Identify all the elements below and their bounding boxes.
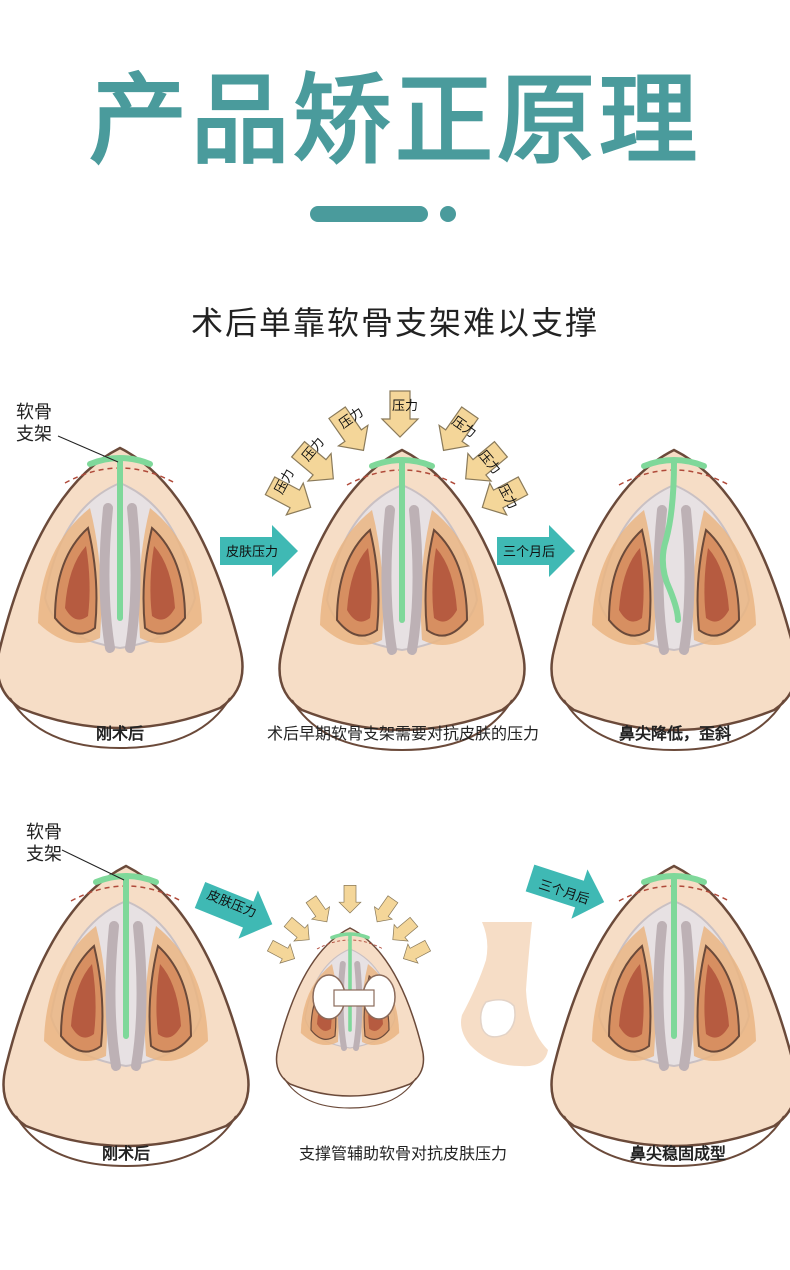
label-leader-line-2 xyxy=(61,849,125,881)
section-subtitle: 术后单靠软骨支架难以支撑 xyxy=(190,304,599,342)
label-line: 支架 xyxy=(16,424,52,445)
nose-diagram-2c xyxy=(552,866,790,1166)
nose-side-profile xyxy=(461,922,548,1067)
caption-tip-stable: 鼻尖稳固成型 xyxy=(629,1144,726,1163)
cartilage-frame-label-1: 软骨 支架 xyxy=(16,402,52,446)
pressure-arrow xyxy=(367,892,403,929)
nose-diagram-1c xyxy=(552,450,790,750)
pressure-arrow xyxy=(280,913,317,949)
page-title: 产品矫正原理 xyxy=(88,64,701,178)
label-line: 支架 xyxy=(26,844,62,865)
caption-early-postop: 术后早期软骨支架需要对抗皮肤的压力 xyxy=(266,724,539,743)
nose-diagram-2b xyxy=(277,928,424,1108)
pressure-arrow xyxy=(301,892,337,929)
caption-tube-support: 支撑管辅助软骨对抗皮肤压力 xyxy=(298,1144,507,1163)
pressure-arrow xyxy=(381,390,419,438)
label-leader-line-1 xyxy=(57,435,119,463)
pressure-label: 压力 xyxy=(392,399,418,414)
title-underline-dot xyxy=(440,206,456,222)
cartilage-frame-label-2: 软骨 支架 xyxy=(26,822,62,866)
label-line: 软骨 xyxy=(16,402,52,423)
arrow-label-three-months-1: 三个月后 xyxy=(503,545,555,560)
caption-just-after-surgery-2: 刚术后 xyxy=(101,1144,150,1163)
support-tube xyxy=(312,974,396,1020)
nose-diagram-1a xyxy=(0,448,243,748)
caption-just-after-surgery-1: 刚术后 xyxy=(95,724,144,743)
title-underline-bar xyxy=(310,206,428,222)
label-line: 软骨 xyxy=(26,822,62,843)
caption-tip-lowered: 鼻尖降低，歪斜 xyxy=(618,724,731,743)
arrow-label-skin-pressure-1: 皮肤压力 xyxy=(226,545,278,560)
pressure-arrow xyxy=(338,885,362,914)
